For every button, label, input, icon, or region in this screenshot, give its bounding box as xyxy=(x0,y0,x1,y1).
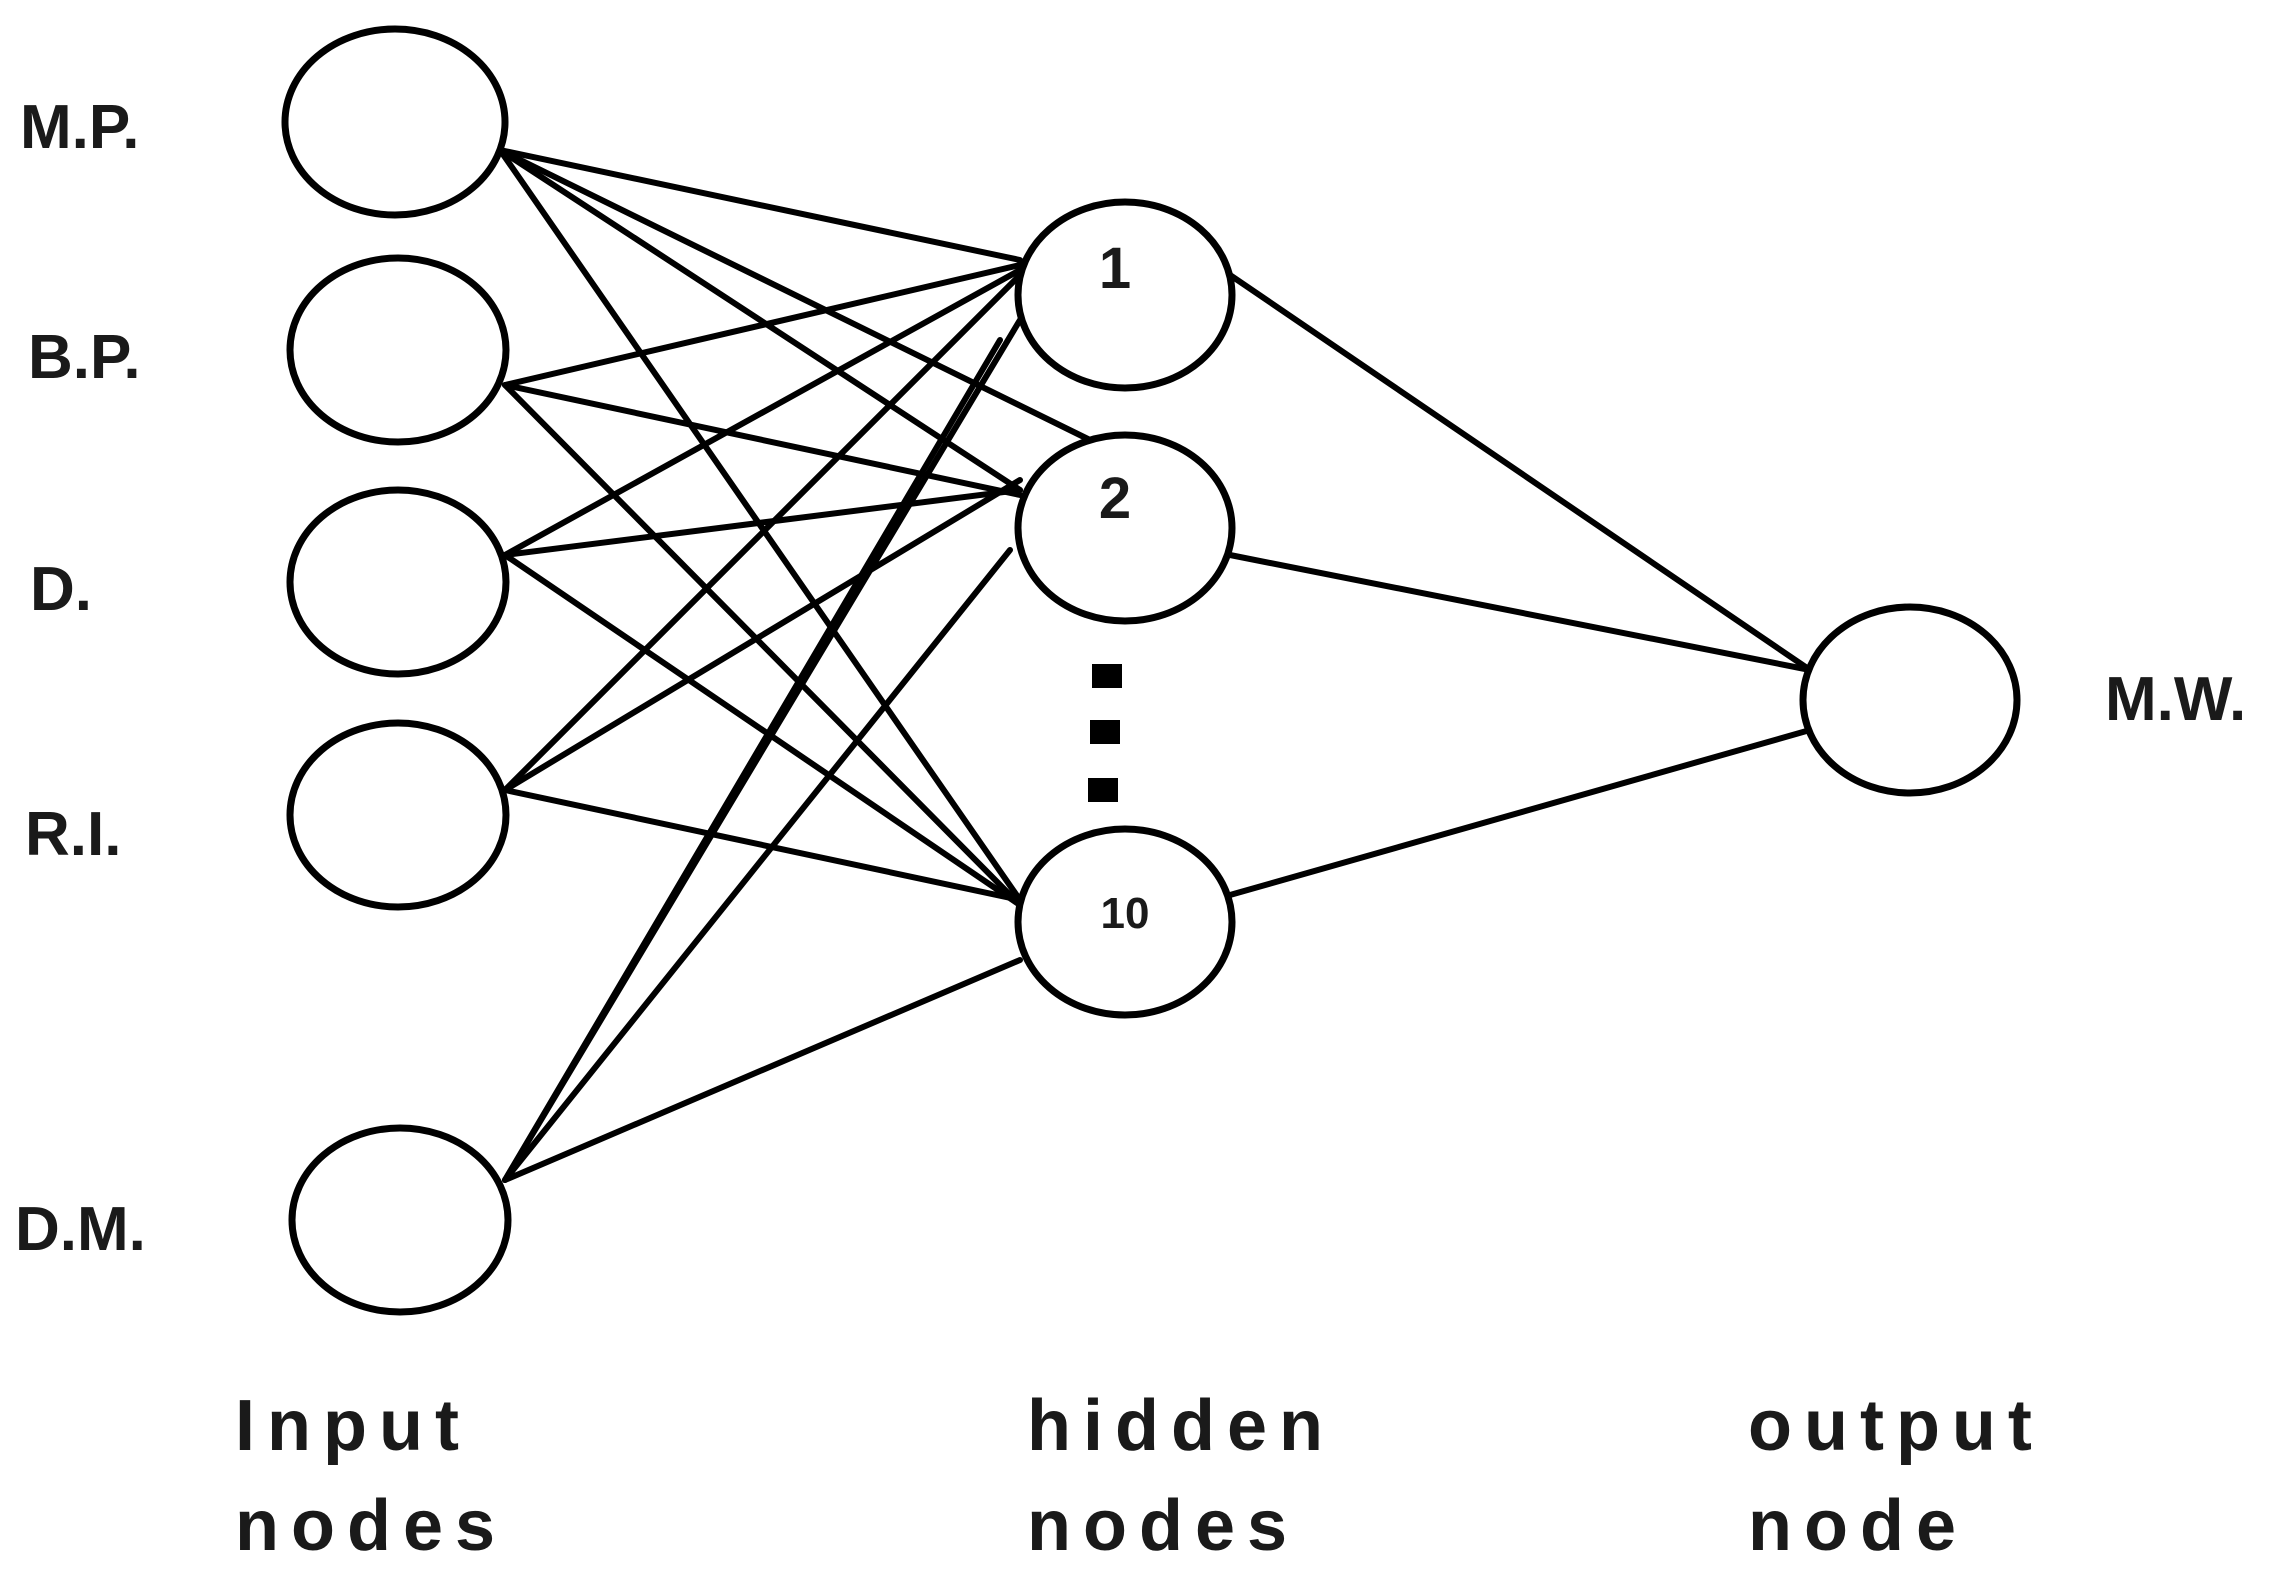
input-label-dm: D.M. xyxy=(15,1195,146,1264)
input-node-bp xyxy=(286,254,510,446)
edge-d-h2 xyxy=(502,487,1023,558)
caption-input-line2: nodes xyxy=(235,1486,507,1566)
edge-ri-h10 xyxy=(502,787,1023,903)
output-label: M.W. xyxy=(2105,665,2246,734)
caption-input-line1: Input xyxy=(235,1386,471,1466)
input-label-bp: B.P. xyxy=(28,323,141,392)
input-label-mp: M.P. xyxy=(20,93,139,162)
input-node-mp xyxy=(281,25,509,219)
hidden-node-2 xyxy=(1014,431,1236,625)
edge-d-h1 xyxy=(502,267,1023,558)
edge-bp-h1 xyxy=(502,262,1023,388)
hidden-label-2: 2 xyxy=(1099,466,1131,531)
caption-output-line1: output xyxy=(1748,1386,2044,1466)
hidden-ellipsis xyxy=(1088,664,1122,802)
edge-bp-h10 xyxy=(502,382,1023,908)
hidden-output-edges xyxy=(1227,272,1813,898)
caption-hidden-line2: nodes xyxy=(1027,1486,1299,1566)
edge-mp-h1 xyxy=(497,147,1023,263)
hidden-nodes xyxy=(1014,198,1236,1019)
hidden-node-1 xyxy=(1014,198,1236,392)
ellipsis-dot xyxy=(1092,664,1122,688)
edge-mp-h-mid xyxy=(497,147,1093,443)
hidden-node-labels: 1 2 10 xyxy=(1099,236,1150,938)
input-hidden-edges xyxy=(497,147,1093,1183)
edge-ri-h1 xyxy=(502,272,1023,793)
input-node-ri xyxy=(286,719,510,911)
caption-output-line2: node xyxy=(1748,1486,1968,1566)
input-labels: M.P. B.P. D. R.I. D.M. xyxy=(15,93,146,1264)
caption-hidden-line1: hidden xyxy=(1027,1386,1335,1466)
ellipsis-dot xyxy=(1088,778,1118,802)
hidden-label-1: 1 xyxy=(1099,236,1131,301)
input-nodes xyxy=(281,25,512,1316)
edge-dm-h-extra xyxy=(502,337,1003,1183)
edge-h10-out xyxy=(1227,727,1813,898)
edge-d-h10 xyxy=(502,552,1023,908)
edge-dm-h2 xyxy=(502,547,1013,1183)
input-node-dm xyxy=(288,1124,512,1316)
ellipsis-dot xyxy=(1090,720,1120,744)
edge-ri-h2 xyxy=(502,477,1023,793)
edge-h2-out xyxy=(1227,552,1813,673)
edge-h1-out xyxy=(1227,272,1813,673)
hidden-label-10: 10 xyxy=(1101,889,1150,938)
edge-bp-h2 xyxy=(502,382,1023,498)
hidden-node-10 xyxy=(1014,825,1236,1019)
edge-mp-h2 xyxy=(497,147,1023,493)
layer-captions: Input nodes hidden nodes output node xyxy=(235,1386,2044,1566)
input-node-d xyxy=(286,486,510,678)
input-label-ri: R.I. xyxy=(25,800,121,869)
input-label-d: D. xyxy=(30,555,92,624)
output-node xyxy=(1799,603,2021,797)
edge-dm-h10 xyxy=(502,957,1023,1183)
